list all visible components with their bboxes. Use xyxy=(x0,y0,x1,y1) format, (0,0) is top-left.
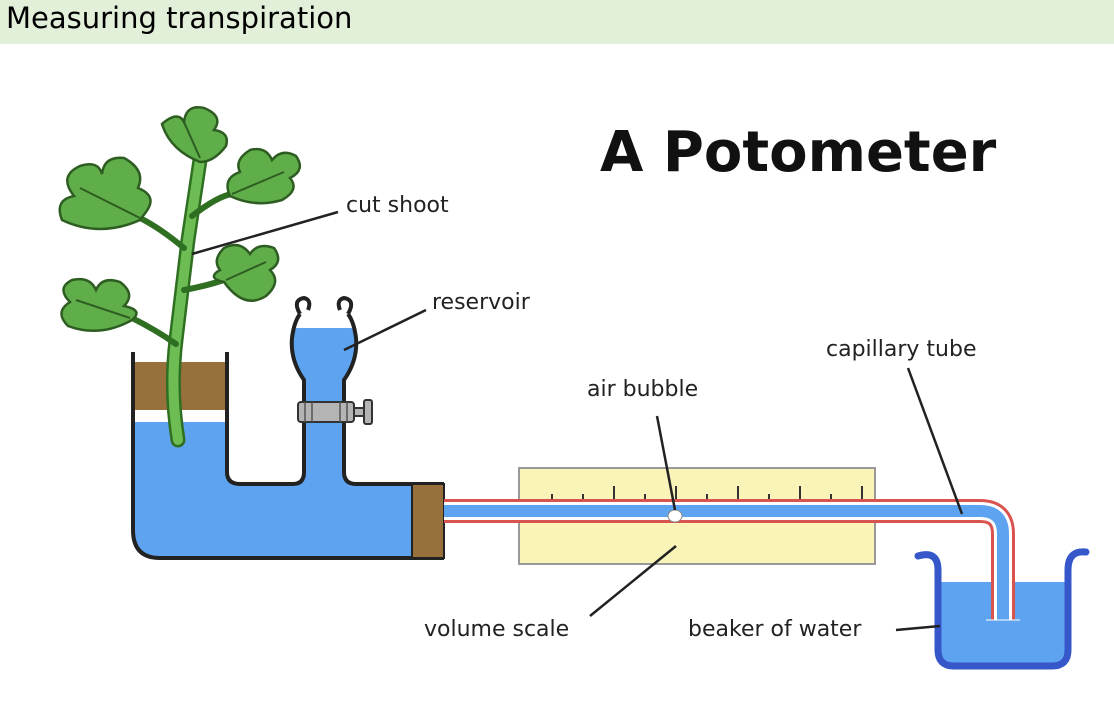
pointer-lines xyxy=(191,210,964,632)
leaf-upper-left xyxy=(58,156,152,231)
reservoir xyxy=(289,295,373,425)
leaf-middle-right xyxy=(212,243,280,302)
pointer-air-bubble xyxy=(655,415,677,511)
leaf-upper-right xyxy=(226,147,302,205)
side-bung xyxy=(411,483,445,559)
diagram-title: A Potometer xyxy=(600,120,997,185)
cut-shoot xyxy=(58,106,302,448)
pointer-beaker xyxy=(895,624,941,632)
air-bubble xyxy=(667,509,683,523)
pointer-reservoir xyxy=(343,308,427,352)
label-reservoir: reservoir xyxy=(432,290,531,315)
tap-clamp xyxy=(297,401,355,423)
label-capillary-tube: capillary tube xyxy=(826,337,977,362)
capillary-tube xyxy=(444,499,1020,621)
section-title: Measuring transpiration xyxy=(6,1,353,35)
label-volume-scale: volume scale xyxy=(424,617,569,642)
leaf-lower-left xyxy=(60,277,138,332)
pointer-capillary-tube xyxy=(906,367,964,515)
pointer-cut-shoot xyxy=(191,210,339,256)
leaf-top xyxy=(160,106,228,164)
pointer-volume-scale xyxy=(589,545,677,617)
water-container xyxy=(131,352,444,560)
label-air-bubble: air bubble xyxy=(587,377,698,402)
beaker xyxy=(914,548,1090,670)
label-beaker-of-water: beaker of water xyxy=(688,617,862,642)
section-header: Measuring transpiration xyxy=(0,0,1114,44)
label-cut-shoot: cut shoot xyxy=(346,193,449,218)
